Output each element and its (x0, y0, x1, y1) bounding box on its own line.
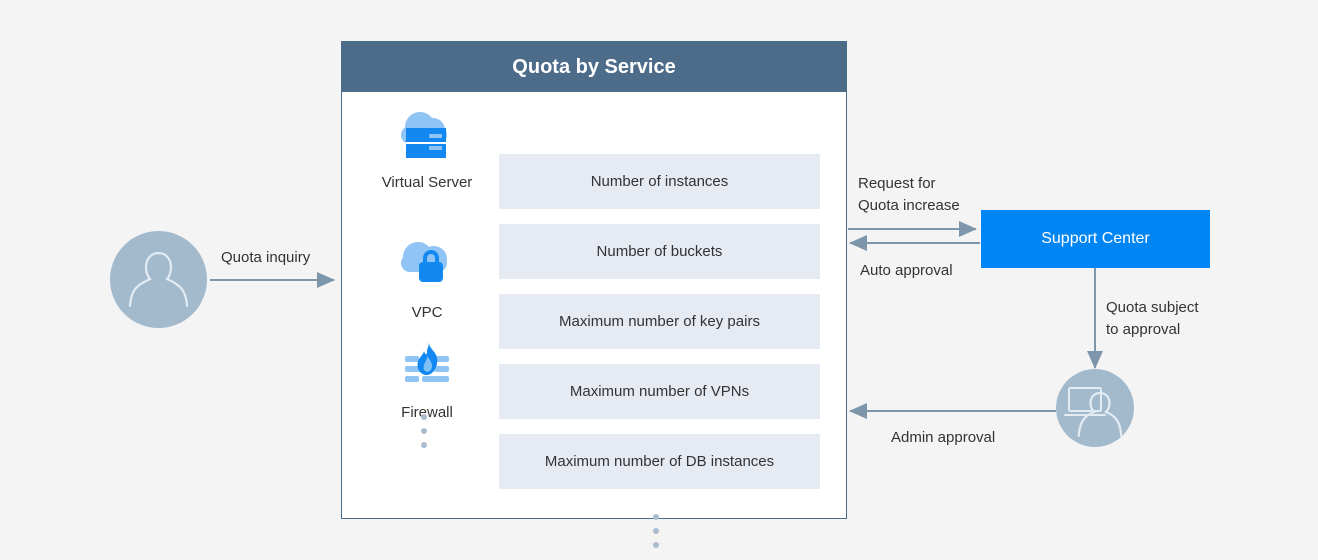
flame-brick-icon (395, 340, 459, 398)
quota-row-label: Maximum number of DB instances (544, 453, 775, 470)
service-firewall: Firewall (362, 340, 492, 422)
quota-panel: Quota by Service Virtual Server (341, 41, 847, 548)
service-more-dots (421, 414, 431, 456)
quota-row[interactable]: Number of instances (499, 154, 820, 209)
support-center-label: Support Center (1041, 230, 1150, 247)
quota-row[interactable]: Maximum number of VPNs (499, 364, 820, 419)
label-auto-approval: Auto approval (860, 262, 953, 279)
cloud-server-icon (395, 110, 459, 168)
service-label: VPC (411, 304, 443, 321)
panel-body: Virtual Server VPC (342, 92, 846, 548)
panel-title: Quota by Service (342, 42, 846, 92)
admin-workstation-icon (1064, 387, 1123, 438)
label-request-increase: Request for Quota increase (858, 175, 960, 214)
service-vpc: VPC (362, 240, 492, 322)
cloud-lock-icon (395, 240, 459, 298)
quota-row-label: Number of buckets (596, 243, 723, 260)
admin-avatar (1056, 369, 1134, 447)
quota-row[interactable]: Maximum number of key pairs (499, 294, 820, 349)
quota-row-label: Maximum number of VPNs (569, 383, 750, 400)
user-silhouette-icon (128, 251, 189, 308)
service-label: Firewall (401, 404, 453, 421)
quota-row[interactable]: Maximum number of DB instances (499, 434, 820, 489)
user-avatar (110, 231, 207, 328)
service-label: Virtual Server (381, 174, 473, 191)
label-quota-inquiry: Quota inquiry (221, 249, 311, 266)
label-quota-subject: Quota subject to approval (1106, 299, 1199, 338)
quota-row-label: Number of instances (590, 173, 729, 190)
quota-row-label: Maximum number of key pairs (559, 313, 760, 330)
label-admin-approval: Admin approval (891, 429, 996, 446)
service-virtual-server: Virtual Server (362, 110, 492, 192)
quota-row[interactable]: Number of buckets (499, 224, 820, 279)
support-center-box[interactable]: Support Center (981, 210, 1210, 268)
quota-more-dots (653, 514, 663, 556)
